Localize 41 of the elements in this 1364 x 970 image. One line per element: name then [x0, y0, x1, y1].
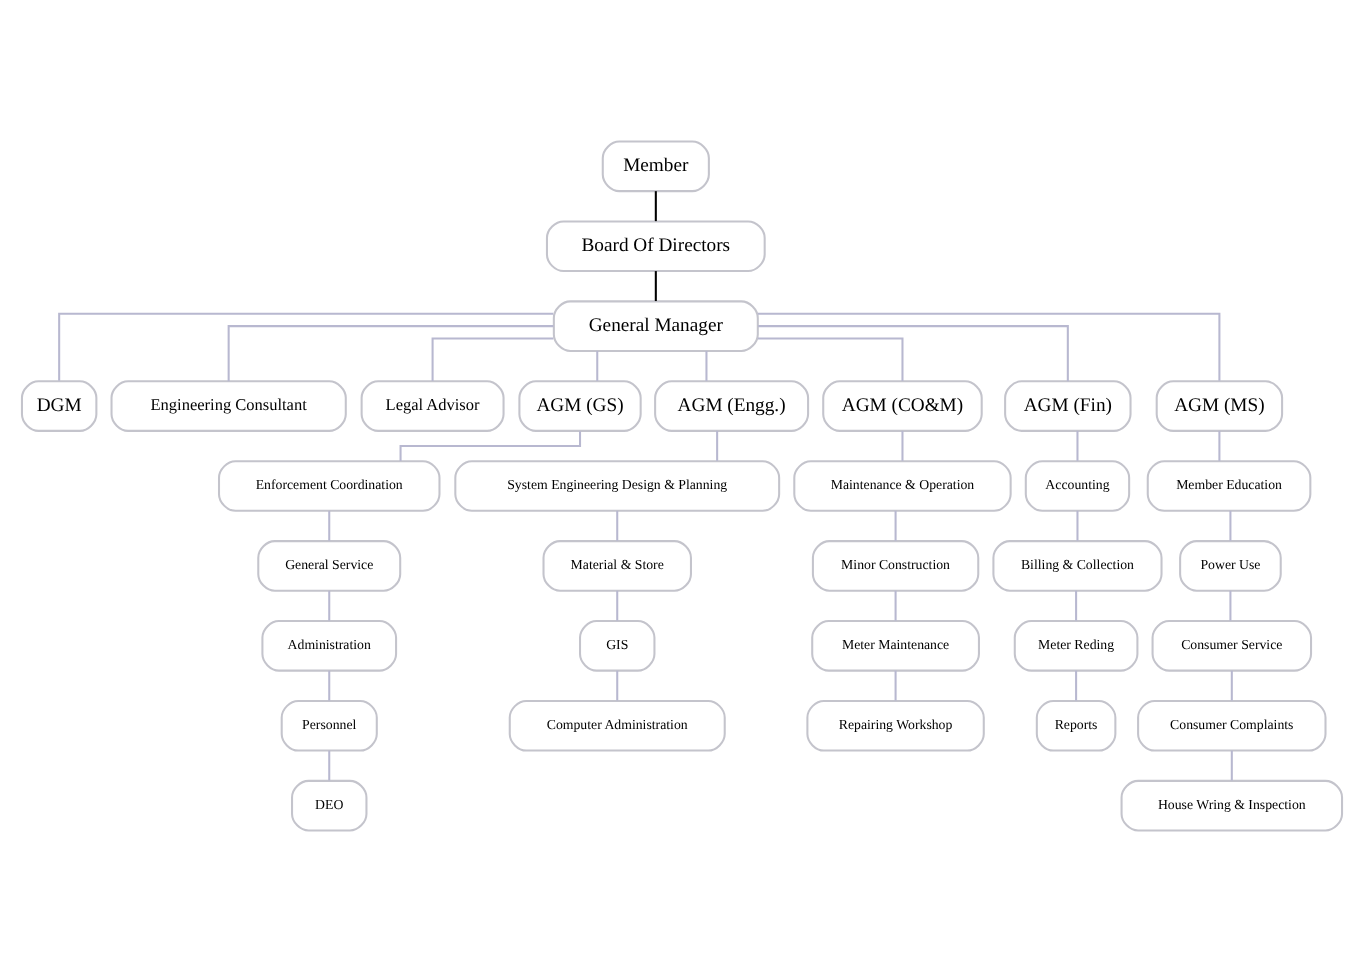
- connector: [616, 509, 619, 540]
- connector: [894, 669, 897, 700]
- connector: [328, 509, 331, 540]
- connector: [1230, 669, 1233, 700]
- node-box: Member: [601, 139, 710, 192]
- connector: [1075, 589, 1078, 620]
- connector: [1076, 509, 1079, 540]
- connector: [654, 270, 657, 301]
- connector: [431, 336, 554, 380]
- connector: [1230, 749, 1233, 780]
- connector: [894, 509, 897, 540]
- connector: [654, 190, 657, 221]
- node-box: DGM: [20, 379, 98, 431]
- connector: [757, 311, 1221, 380]
- connector: [705, 350, 708, 380]
- node-box: AGM (Fin): [1004, 379, 1132, 431]
- connector: [1229, 509, 1232, 540]
- connector: [58, 311, 554, 380]
- connector: [616, 669, 619, 700]
- node-box: AGM (GS): [518, 379, 642, 431]
- connector: [716, 429, 719, 460]
- connector: [399, 430, 582, 460]
- connector: [901, 429, 904, 460]
- node-box: AGM (Engg.): [654, 379, 810, 431]
- connector: [1075, 669, 1078, 700]
- connector: [1076, 429, 1079, 460]
- node-box: AGM (CO&M): [822, 379, 983, 431]
- node-box: AGM (MS): [1155, 379, 1284, 431]
- connector: [328, 749, 331, 780]
- connector: [227, 324, 554, 381]
- connector: [1229, 589, 1232, 620]
- node-box: Board Of Directors: [545, 219, 766, 272]
- connector: [328, 669, 331, 700]
- connector: [616, 589, 619, 620]
- connector: [758, 324, 1069, 381]
- connector: [596, 350, 599, 380]
- connector: [328, 589, 331, 620]
- connector: [757, 336, 904, 380]
- connector: [894, 589, 897, 620]
- connector: [1218, 429, 1221, 460]
- node-box: General Manager: [552, 299, 759, 351]
